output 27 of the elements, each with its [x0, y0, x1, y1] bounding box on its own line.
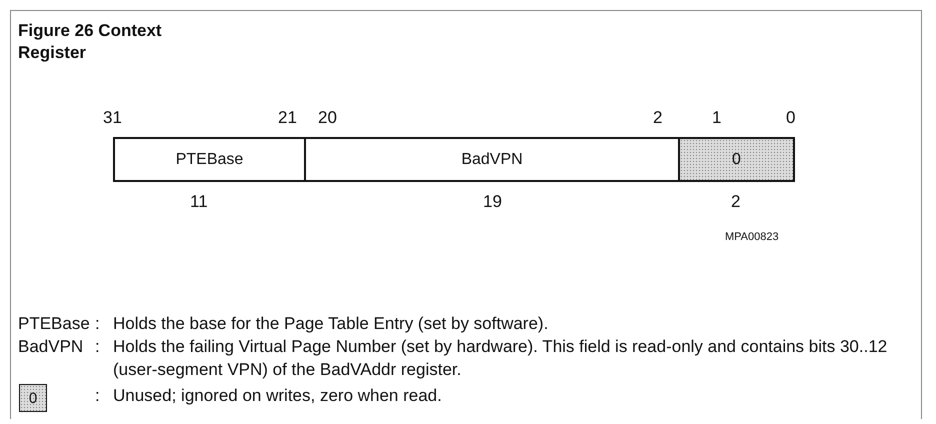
bit-number: 20 [318, 107, 337, 129]
field-width: 11 [190, 191, 208, 213]
description-term: BadVPN [18, 336, 84, 358]
figure-title: Figure 26 Context Register [18, 20, 163, 64]
description-term: PTEBase [18, 313, 90, 335]
bit-number: 1 [712, 107, 722, 129]
register-field [304, 137, 680, 182]
register-field [113, 137, 306, 182]
field-width: 19 [483, 191, 502, 213]
register-field [678, 137, 795, 182]
description-text: Holds the base for the Page Table Entry (set by software). [113, 313, 548, 335]
bit-number: 31 [103, 107, 122, 129]
field-name: PTEBase [176, 150, 244, 168]
field-name: BadVPN [461, 150, 523, 168]
separator: : [95, 336, 100, 358]
field-name: 0 [28, 390, 38, 406]
separator: : [95, 313, 100, 335]
bit-number: 21 [278, 107, 297, 129]
figure-id: MPA00823 [725, 230, 779, 245]
description-text: Unused; ignored on writes, zero when read. [113, 385, 442, 407]
separator: : [95, 385, 100, 407]
field-width: 2 [731, 191, 740, 213]
description-text: Holds the failing Virtual Page Number (set by hardware). This field is read-only and contains bits 30..12 (user-segment VPN) of the BadVAddr register. [113, 336, 888, 381]
field-name: 0 [732, 150, 741, 168]
bit-number: 0 [786, 107, 796, 129]
legend-sample [19, 384, 47, 412]
bit-number: 2 [653, 107, 662, 129]
